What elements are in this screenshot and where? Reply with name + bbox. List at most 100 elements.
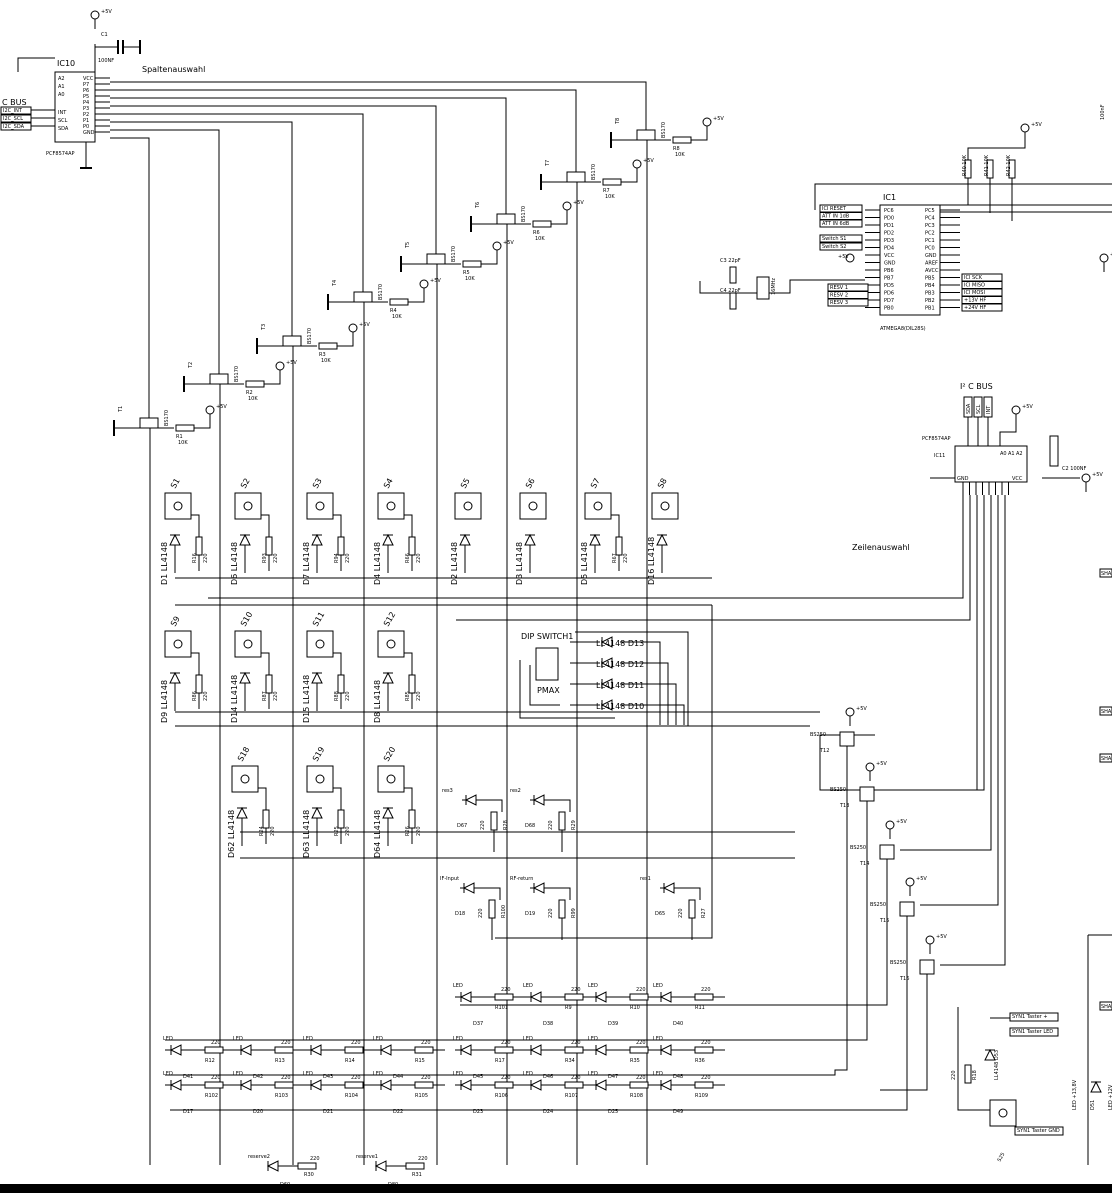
diode-d4 [382, 533, 394, 546]
resistor-r8 [672, 136, 692, 144]
transistor-t1 [139, 417, 159, 429]
ic10-body [54, 71, 96, 143]
diode-d11 [600, 678, 613, 690]
t-name: T1 [118, 406, 124, 413]
pullup-resistor [964, 159, 972, 179]
led-r-name: R9 [565, 1005, 572, 1011]
led-r-value: 220 [571, 987, 581, 993]
ic1-body [879, 204, 941, 316]
ic1-pin-right: PC1 [925, 238, 935, 244]
diode-name: D62 LL4148 [227, 810, 236, 858]
vcc-label: +5V [916, 876, 927, 882]
resistor-r105 [414, 1081, 434, 1089]
pullup-resistor [986, 159, 994, 179]
r-value: 10K [321, 358, 331, 364]
vcc-label: +5V [643, 158, 654, 164]
vcc-r3 [348, 323, 358, 333]
ctrl-t14 [900, 495, 992, 851]
pfet-name: T16 [899, 976, 909, 982]
r-pullup-wire [621, 168, 638, 183]
ic1-pin-right: AREF [925, 261, 938, 267]
switch-name: S10 [239, 610, 254, 628]
led-r-value: 220 [501, 1075, 511, 1081]
r-name: R1 [176, 434, 183, 440]
vcc-label: +5V [936, 934, 947, 940]
t-part: BS170 [521, 206, 527, 222]
ic1-net: ATT IN 1dB [822, 214, 850, 220]
diode-name: D1 LL4148 [160, 542, 169, 585]
res-name: R85 [405, 691, 411, 701]
ic1-net-port [819, 242, 863, 251]
led-r-name: R34 [565, 1058, 575, 1064]
col-ctrl-wire [110, 105, 437, 240]
ic10-pin-left: SDA [58, 126, 69, 132]
pullup-label: R40 10K [962, 154, 968, 176]
resistor-r17 [494, 1046, 514, 1054]
xtal-wire [699, 279, 865, 294]
t-name: T8 [615, 118, 621, 125]
led-d20 [239, 1079, 252, 1091]
switch-name: S1 [169, 477, 182, 490]
t-part: BS170 [307, 328, 313, 344]
switch-name: S7 [589, 477, 602, 490]
i2c-left-port [0, 114, 32, 123]
reserve-r-value: 220 [310, 1156, 320, 1162]
led-word: LED [453, 1036, 463, 1042]
switch-name: S6 [524, 477, 537, 490]
pullup-label: R41 10K [984, 154, 990, 176]
resistor-r87 [265, 674, 273, 694]
s25-name: S25 [997, 1152, 1007, 1163]
ic1-pin-left: PC6 [884, 208, 894, 214]
led-r-value: 220 [678, 908, 684, 918]
vcc-r4 [419, 279, 429, 289]
led-r-value: 220 [636, 1075, 646, 1081]
led-r-name: R99 [571, 908, 577, 918]
r-pullup-wire [691, 126, 708, 141]
right-net-port [1099, 753, 1112, 763]
pfet-part: BS250 [870, 902, 886, 908]
diode-name: D8 LL4148 [373, 680, 382, 723]
ic1-pin-right: PC5 [925, 208, 935, 214]
vcc-label: +5V [359, 322, 370, 328]
led-d48 [659, 1044, 672, 1056]
led-wire [530, 799, 571, 812]
r-name: R5 [463, 270, 470, 276]
i2c-left-signal: I2C_SDA [3, 124, 25, 130]
switch-actuator [660, 501, 670, 511]
sw-r-wire [261, 652, 270, 675]
col-ctrl-wire [110, 97, 507, 200]
led-r-value: 220 [421, 1075, 431, 1081]
r-name: R3 [319, 352, 326, 358]
c4-label: C4 22pF [720, 288, 741, 294]
led-d25 [594, 1079, 607, 1091]
led-r-name: R103 [275, 1093, 288, 1099]
c3-body [729, 266, 737, 284]
vcc-label: +5V [286, 360, 297, 366]
led-d42 [239, 1044, 252, 1056]
diode-d8 [382, 671, 394, 684]
switch-actuator [386, 774, 396, 784]
resistor-r99 [558, 899, 566, 919]
label-layer: IC10PCF8574APA2A1A0INTSCLSDAVCCP7P6P5P4P… [2, 9, 1112, 1188]
pullup-vcc [1020, 123, 1030, 133]
led-name: D37 [473, 1021, 483, 1027]
resistor-r6 [532, 220, 552, 228]
ic10-pin-right: P5 [83, 94, 89, 100]
right-led-label: D51 [1090, 1100, 1096, 1110]
ic1-out-net: +24V HF [964, 305, 986, 311]
vcc-r7 [632, 159, 642, 169]
resistor-r7 [602, 178, 622, 186]
diode-d7 [311, 533, 323, 546]
resistor-r29 [558, 811, 566, 831]
diode-d63 [311, 806, 323, 819]
reserve-r-name: R30 [304, 1172, 314, 1178]
ic11-bus-port [983, 396, 993, 418]
resistor-r28 [490, 811, 498, 831]
pfet-part: BS250 [830, 787, 846, 793]
vcc-r1 [205, 405, 215, 415]
resistor-r1 [175, 424, 195, 432]
reserve-led-name: D60 [280, 1182, 290, 1188]
i2c-left-port [0, 122, 32, 131]
r18-value: 220 [951, 1070, 957, 1080]
ic10-pin-right: VCC [83, 76, 94, 82]
